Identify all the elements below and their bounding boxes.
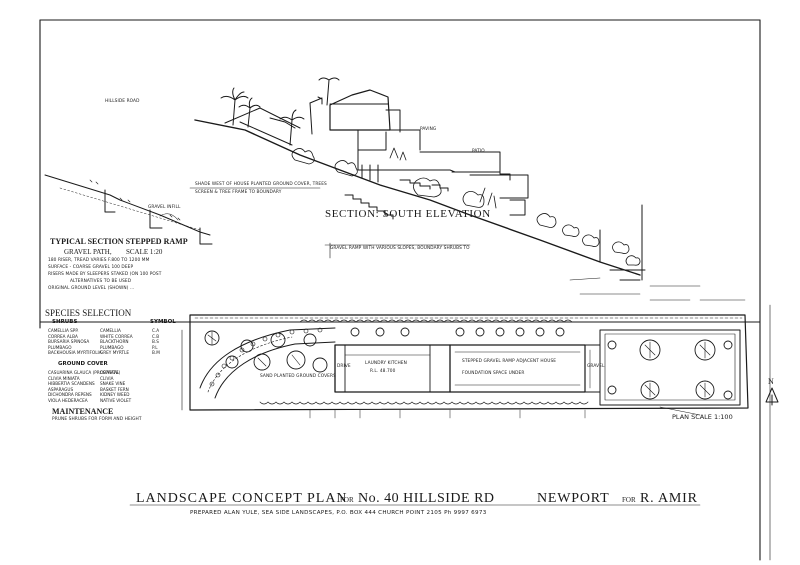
plan-scale-label: PLAN SCALE 1:100	[672, 413, 733, 421]
species-common: GREY MYRTLE	[100, 350, 130, 355]
typical-section-title: TYPICAL SECTION STEPPED RAMP	[50, 237, 188, 246]
section-title: SECTION: SOUTH ELEVATION	[325, 208, 491, 220]
laundry-rl-label: R.L. 48.700	[370, 369, 396, 374]
species-name: BURSARIA SPINOSA	[48, 339, 90, 344]
species-row: CAMELLIA SPP. CAMELLIA C.A	[48, 328, 188, 334]
ground-cover-row: CLIVIA MINIATA CLIVIA	[48, 376, 188, 382]
ground-cover-row: DICHONDRA REPENS KIDNEY WEED	[48, 392, 188, 398]
north-arrow-icon	[765, 387, 779, 406]
ground-cover-name: ASPARAGUS	[48, 386, 74, 392]
species-common: CAMELLIA	[100, 328, 121, 333]
species-common: PLUMBAGO	[100, 344, 124, 350]
ground-cover-common: KIDNEY WEED	[100, 392, 130, 397]
stepped-ramp-note: STEPPED GRAVEL RAMP ADJACENT HOUSE	[462, 359, 557, 364]
species-name: BACKHOUSIA MYRTIFOLIA	[48, 350, 102, 355]
section-note-5: ORIGINAL GROUND LEVEL (SHOWN) ...	[48, 286, 135, 291]
south-elevation	[189, 89, 701, 295]
patio-label: PATIO	[472, 149, 485, 154]
ramp-note: GRAVEL RAMP WITH VARIOUS SLOPES, BOUNDAR…	[330, 246, 470, 251]
ground-cover-heading: GROUND COVER	[58, 361, 108, 367]
species-row: PLUMBAGO PLUMBAGO P.L	[48, 345, 188, 351]
ground-cover-name: HIBBERTIA SCANDENS	[48, 381, 95, 386]
palm-trees	[220, 77, 340, 146]
species-code: B.M	[152, 350, 160, 355]
ground-cover-row: ASPARAGUS BASKET FERN	[48, 387, 188, 393]
species-code: B.S	[152, 339, 159, 344]
maintenance-note: PRUNE SHRUBS FOR FORM AND HEIGHT	[52, 417, 142, 422]
ground-cover-row: CASUARINA GLAUCA (PROSTRATE)COASTAL	[48, 370, 188, 376]
section-note-2: SURFACE - COARSE GRAVEL 100 DEEP	[48, 265, 134, 270]
title-for2-label: FOR	[622, 496, 636, 504]
species-list: CAMELLIA SPP. CAMELLIA C.A CORREA ALBA WHITE…	[48, 328, 188, 356]
typical-ramp-section	[44, 174, 213, 245]
species-heading: SPECIES SELECTION	[45, 308, 132, 318]
species-code: C.B	[152, 333, 160, 339]
ground-cover-name: DICHONDRA REPENS	[48, 392, 92, 397]
species-common: BLACKTHORN	[100, 339, 129, 344]
ground-cover-name: VIOLA HEDERACEA	[48, 397, 88, 403]
gravel-path-label: GRAVEL PATH,	[64, 248, 112, 256]
drive-label: DRIVE	[337, 364, 351, 369]
symbol-heading: SYMBOL	[150, 319, 176, 325]
maintenance-heading: MAINTENANCE	[52, 407, 114, 416]
prepared-by-line: PREPARED ALAN YULE, SEA SIDE LANDSCAPES,…	[190, 510, 487, 516]
paving-label: PAVING	[420, 127, 437, 132]
hillside-road-label: HILLSIDE ROAD	[105, 99, 140, 104]
species-row: BURSARIA SPINOSA BLACKTHORN B.S	[48, 339, 188, 345]
section-note-3: RISERS MADE BY SLEEPERS STAKED (ON 100 P…	[48, 272, 162, 277]
ground-cover-common: SNAKE VINE	[100, 381, 126, 386]
scale-1-20-label: SCALE 1:20	[126, 248, 163, 256]
ground-cover-row: HIBBERTIA SCANDENS SNAKE VINE	[48, 381, 188, 387]
ground-cover-common: CLIVIA	[100, 375, 114, 381]
elevation-note-2: SCREEN & TREE FRAME TO BOUNDARY	[195, 190, 282, 195]
species-common: WHITE CORREA	[100, 333, 133, 339]
section-note-1: 180 RISER, TREAD VARIES F.800 TO 1200 MM	[48, 258, 150, 263]
sand-planted-label: SAND PLANTED GROUND COVERS	[260, 374, 336, 379]
north-label: N	[768, 377, 774, 386]
elevation-shrubs	[291, 147, 641, 266]
client-title: R. AMIR	[640, 491, 698, 506]
gravel-label: GRAVEL	[587, 364, 605, 369]
elevation-note-1: SHADE WEST OF HOUSE PLANTED GROUND COVER…	[195, 182, 327, 187]
species-code: C.A	[152, 328, 160, 333]
foundation-note: FOUNDATION SPACE UNDER	[462, 371, 525, 376]
title-for-label: FOR	[340, 496, 354, 504]
section-note-4: ALTERNATIVES TO BE USED	[70, 279, 132, 284]
site-plan	[181, 299, 749, 419]
shrubs-heading: SHRUBS	[52, 319, 78, 325]
ground-cover-name: CASUARINA GLAUCA (PROSTRATE)	[48, 370, 121, 375]
species-code: P.L	[152, 344, 158, 350]
drawing-title: LANDSCAPE CONCEPT PLAN	[136, 491, 348, 506]
ground-cover-name: CLIVIA MINIATA	[48, 375, 80, 381]
laundry-label: LAUNDRY KITCHEN	[365, 361, 407, 366]
species-row: CORREA ALBA WHITE CORREA C.B	[48, 334, 188, 340]
ground-cover-row: VIOLA HEDERACEA NATIVE VIOLET	[48, 398, 188, 404]
ground-cover-common: COASTAL	[100, 370, 120, 375]
ground-cover-common: BASKET FERN	[100, 386, 129, 392]
gravel-infill-label: GRAVEL INFILL	[148, 205, 181, 210]
species-name: PLUMBAGO	[48, 344, 72, 350]
species-name: CORREA ALBA	[48, 333, 78, 339]
species-name: CAMELLIA SPP.	[48, 328, 79, 333]
suburb-title: NEWPORT	[537, 491, 610, 506]
ground-cover-common: NATIVE VIOLET	[100, 397, 132, 403]
address-title: No. 40 HILLSIDE RD	[358, 491, 495, 506]
